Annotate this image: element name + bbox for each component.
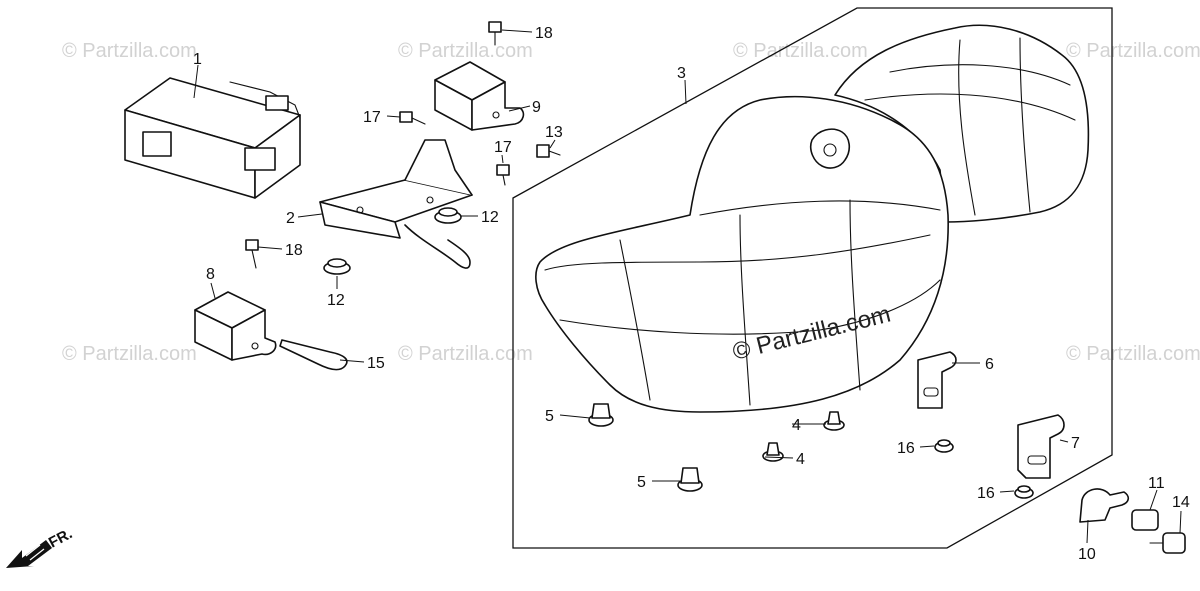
callout-9: 9: [532, 99, 541, 116]
nut-part-16[interactable]: [934, 439, 954, 453]
nut-part-16[interactable]: [1014, 485, 1034, 499]
callout-5: 5: [545, 408, 554, 425]
bolt-part-17[interactable]: [496, 164, 510, 186]
bolt-part-17[interactable]: [399, 111, 426, 125]
front-direction-marker: FR.: [6, 525, 75, 568]
callout-16: 16: [977, 485, 995, 502]
nut-part-4[interactable]: [762, 442, 784, 462]
nut-part-4[interactable]: [823, 411, 845, 431]
grommet-part-12[interactable]: [323, 207, 462, 275]
callout-18: 18: [285, 242, 303, 259]
callout-2: 2: [286, 210, 295, 227]
callout-3: 3: [677, 65, 686, 82]
watermark: © Partzilla.com: [62, 40, 197, 62]
bolt-part-18[interactable]: [245, 239, 259, 269]
watermark-layer: © Partzilla.com © Partzilla.com © Partzi…: [62, 40, 1200, 365]
callout-15: 15: [367, 355, 385, 372]
watermark: © Partzilla.com: [398, 40, 533, 62]
watermark: © Partzilla.com: [1066, 40, 1200, 62]
leader-lines: [193, 29, 1182, 544]
callout-6: 6: [985, 356, 994, 373]
callout-8: 8: [206, 266, 215, 283]
control-unit-part-1[interactable]: [124, 77, 301, 199]
callout-18: 18: [535, 25, 553, 42]
watermark: © Partzilla.com: [1066, 343, 1200, 365]
pin-part-14[interactable]: [1149, 532, 1186, 554]
callout-4: 4: [796, 451, 805, 468]
bracket-part-8[interactable]: [194, 291, 277, 361]
bracket-part-9[interactable]: [434, 61, 525, 131]
clip-part-15[interactable]: [279, 339, 348, 371]
front-arrow-icon: [6, 540, 52, 568]
callout-4: 4: [792, 417, 801, 434]
callout-5: 5: [637, 474, 646, 491]
callout-7: 7: [1071, 435, 1080, 452]
bracket-part-2[interactable]: [319, 139, 473, 269]
seat-part-3[interactable]: [535, 24, 1090, 413]
callout-14: 14: [1172, 494, 1190, 511]
bolt-part-18[interactable]: [488, 21, 502, 46]
callout-11: 11: [1148, 475, 1165, 492]
bracket-part-7[interactable]: [1017, 414, 1065, 479]
callout-12: 12: [327, 292, 345, 309]
callout-17: 17: [363, 109, 381, 126]
seat-group-outline: [512, 7, 1113, 549]
callout-labels: 1 2 3 4 4 5 5 6 7 8 9 10 11 12 12 13 14 …: [193, 25, 1190, 563]
watermark: © Partzilla.com: [733, 40, 868, 62]
grommet-part-5[interactable]: [588, 403, 614, 427]
watermark: © Partzilla.com: [62, 343, 197, 365]
watermark: © Partzilla.com: [398, 343, 533, 365]
callout-1: 1: [193, 51, 202, 68]
callout-16: 16: [897, 440, 915, 457]
spring-part-11[interactable]: [1131, 509, 1159, 531]
grommet-part-5[interactable]: [677, 467, 703, 492]
callout-13: 13: [545, 124, 563, 141]
bolt-part-13[interactable]: [536, 144, 561, 158]
callout-10: 10: [1078, 546, 1096, 563]
callout-12: 12: [481, 209, 499, 226]
callout-17: 17: [494, 139, 512, 156]
bracket-part-6[interactable]: [917, 351, 957, 409]
lock-holder-part-10[interactable]: [1079, 488, 1130, 523]
